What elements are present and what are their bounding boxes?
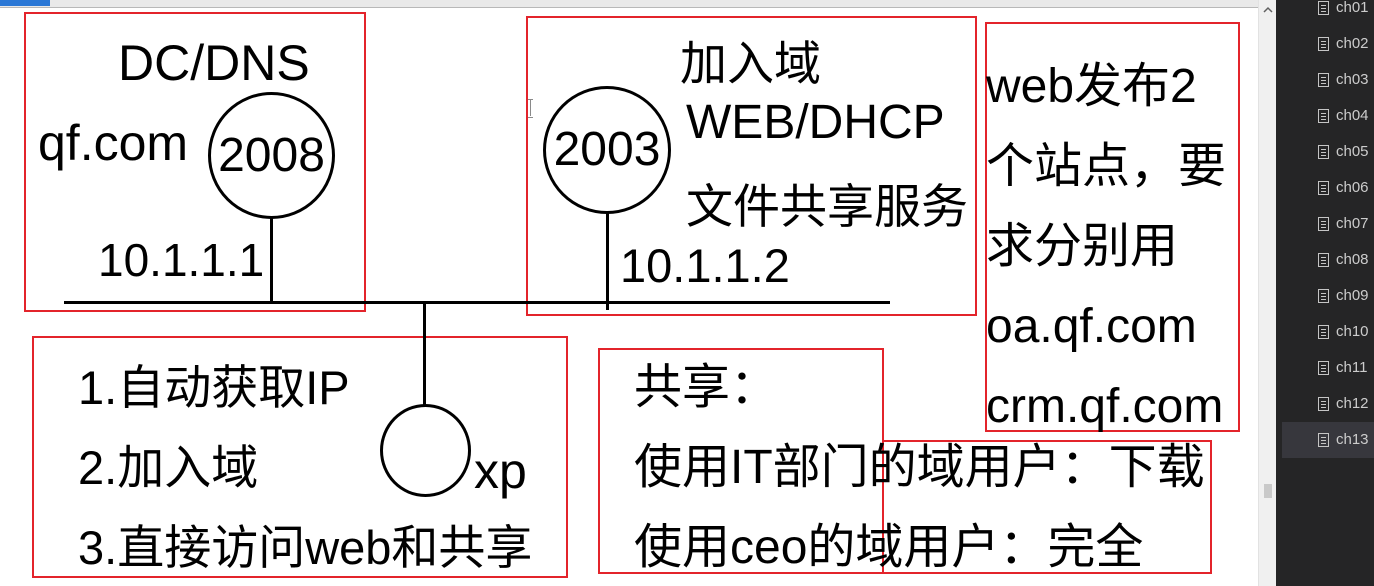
web-note-line: 个站点，要 xyxy=(986,140,1227,193)
member-service-file-share: 文件共享服务 xyxy=(686,180,968,233)
file-explorer-panel: ch01 ch02 ch03 ch04 ch05 ch06 ch07 ch08 … xyxy=(1276,0,1374,586)
client-steps-box xyxy=(32,336,568,578)
file-item-label: ch09 xyxy=(1336,287,1369,304)
file-item-label: ch06 xyxy=(1336,179,1369,196)
scrollbar-thumb[interactable] xyxy=(1264,484,1272,498)
file-icon xyxy=(1318,145,1329,159)
member-server-box xyxy=(526,16,977,316)
file-item[interactable]: ch08 xyxy=(1282,242,1374,278)
file-item[interactable]: ch09 xyxy=(1282,278,1374,314)
member-service-web-dhcp: WEB/DHCP xyxy=(686,96,945,149)
member-server-link xyxy=(606,212,609,310)
file-item-label: ch12 xyxy=(1336,395,1369,412)
file-item[interactable]: ch13 xyxy=(1282,422,1374,458)
xp-client-node xyxy=(380,404,471,497)
dc-server-link xyxy=(270,216,273,302)
file-icon xyxy=(1318,181,1329,195)
drawing-canvas[interactable]: DC/DNS qf.com 2008 10.1.1.1 加入域 2003 WEB… xyxy=(0,0,1258,586)
file-icon xyxy=(1318,109,1329,123)
file-item[interactable]: ch07 xyxy=(1282,206,1374,242)
file-icon xyxy=(1318,217,1329,231)
client-step-line: 3.直接访问web和共享 xyxy=(78,521,533,574)
file-icon xyxy=(1318,397,1329,411)
file-item[interactable]: ch06 xyxy=(1282,170,1374,206)
member-os-label: 2003 xyxy=(553,123,661,176)
dc-os-label: 2008 xyxy=(218,128,325,182)
permission-highlight-box xyxy=(882,440,1212,574)
file-icon xyxy=(1318,253,1329,267)
active-tab-indicator[interactable] xyxy=(0,0,50,6)
file-item-label: ch08 xyxy=(1336,251,1369,268)
file-item-label: ch04 xyxy=(1336,107,1369,124)
file-item-label: ch01 xyxy=(1336,0,1369,16)
file-list: ch01 ch02 ch03 ch04 ch05 ch06 ch07 ch08 … xyxy=(1282,0,1374,458)
client-os-label: xp xyxy=(474,443,527,499)
web-note-line: crm.qf.com xyxy=(986,380,1224,433)
file-icon xyxy=(1318,289,1329,303)
vertical-scrollbar[interactable] xyxy=(1258,0,1276,586)
file-item[interactable]: ch12 xyxy=(1282,386,1374,422)
dc-domain-label: qf.com xyxy=(38,115,189,171)
web-note-line: 求分别用 xyxy=(986,220,1179,273)
dc-ip-label: 10.1.1.1 xyxy=(98,234,265,286)
client-step-line: 1.自动获取IP xyxy=(78,361,350,414)
share-note-line: 使用IT部门的域用户：下载 xyxy=(634,441,1205,494)
file-item-label: ch11 xyxy=(1336,359,1368,376)
file-item-label: ch07 xyxy=(1336,215,1369,232)
file-item[interactable]: ch10 xyxy=(1282,314,1374,350)
share-note-line: 使用ceo的域用户：完全 xyxy=(634,521,1144,574)
chevron-up-icon[interactable] xyxy=(1262,3,1274,15)
file-item[interactable]: ch01 xyxy=(1282,0,1374,26)
file-icon xyxy=(1318,433,1329,447)
text-cursor-icon xyxy=(528,99,533,118)
file-item[interactable]: ch03 xyxy=(1282,62,1374,98)
network-bus-line xyxy=(64,301,890,304)
file-item[interactable]: ch05 xyxy=(1282,134,1374,170)
member-title-label: 加入域 xyxy=(680,37,821,90)
member-ip-label: 10.1.1.2 xyxy=(620,239,790,292)
dc-server-box xyxy=(24,12,366,312)
share-note-line: 共享： xyxy=(634,361,779,414)
file-item[interactable]: ch02 xyxy=(1282,26,1374,62)
file-item-label: ch05 xyxy=(1336,143,1369,160)
dc-server-node: 2008 xyxy=(208,92,335,219)
file-item[interactable]: ch11 xyxy=(1282,350,1374,386)
web-note-line: oa.qf.com xyxy=(986,300,1197,353)
web-requirement-box xyxy=(985,22,1240,432)
dc-role-label: DC/DNS xyxy=(118,35,310,91)
client-step-line: 2.加入域 xyxy=(78,441,259,494)
file-item-label: ch10 xyxy=(1336,323,1369,340)
file-item[interactable]: ch04 xyxy=(1282,98,1374,134)
file-item-label: ch03 xyxy=(1336,71,1369,88)
member-server-node: 2003 xyxy=(543,86,671,214)
file-icon xyxy=(1318,325,1329,339)
file-item-label: ch13 xyxy=(1336,431,1369,448)
file-icon xyxy=(1318,73,1329,87)
xp-client-link xyxy=(423,302,426,406)
file-icon xyxy=(1318,1,1329,15)
file-item-label: ch02 xyxy=(1336,35,1369,52)
web-note-line: web发布2 xyxy=(986,60,1197,113)
file-icon xyxy=(1318,361,1329,375)
top-toolbar-strip xyxy=(0,0,1258,8)
file-icon xyxy=(1318,37,1329,51)
